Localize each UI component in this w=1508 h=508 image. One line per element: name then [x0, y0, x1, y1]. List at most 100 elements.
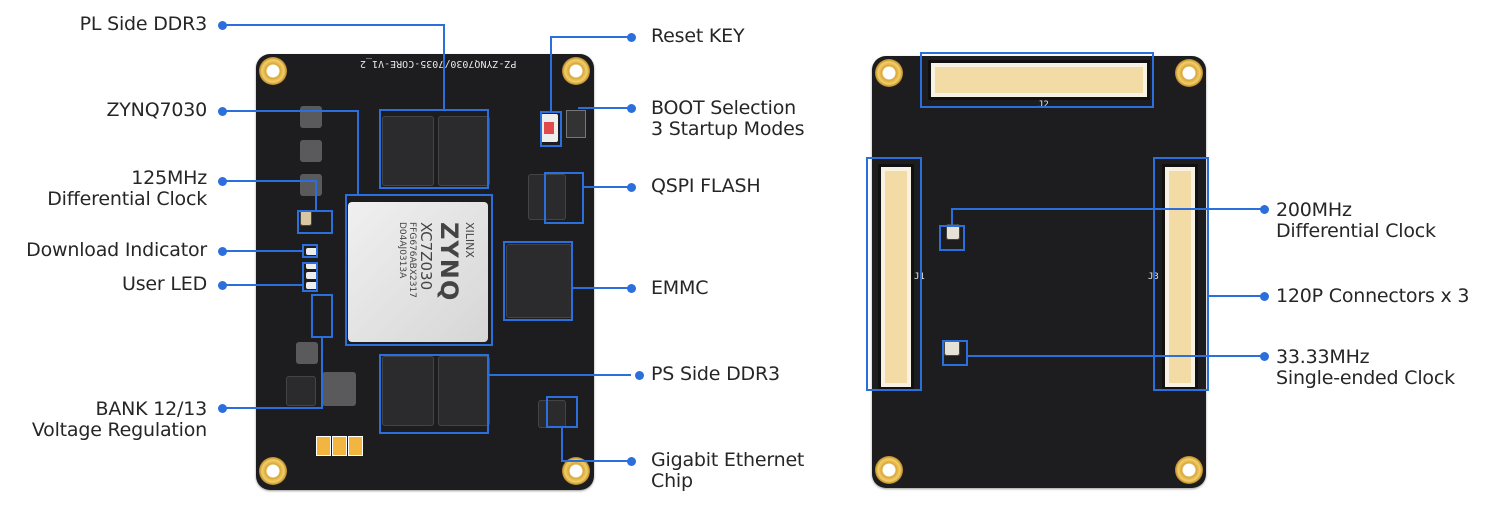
leader-zynq7030: [226, 110, 359, 194]
callout-dot: [218, 247, 227, 256]
label-clk125: 125MHz Differential Clock: [47, 168, 207, 210]
callout-dot: [627, 183, 636, 192]
label-line: BANK 12/13: [95, 398, 208, 420]
callout-dot: [218, 404, 227, 413]
label-bank-vreg: BANK 12/13 Voltage Regulation: [32, 399, 207, 441]
leader-clk200: [951, 208, 1264, 225]
core-board-bottom-view: J2 J1 J3: [872, 56, 1206, 488]
highlight-user-led: [302, 262, 318, 292]
callout-dot: [627, 33, 636, 42]
qspi-flash-chip: [528, 174, 566, 220]
label-line: Differential Clock: [1276, 220, 1436, 242]
zynq-fpga-chip: XILINX ZYNQ XC7Z030 FFG676ABX2317 D04AJ0…: [348, 202, 488, 342]
callout-dot: [218, 177, 227, 186]
label-pl-ddr3: PL Side DDR3: [79, 13, 208, 35]
highlight-download-led: [302, 244, 318, 258]
leader-pl-ddr3: [226, 24, 445, 109]
callout-dot: [635, 371, 644, 380]
tantalum-cap: [332, 436, 347, 456]
label-line: Gigabit Ethernet: [651, 449, 805, 471]
core-board-top-view: PZ-ZYNQ7030/7035-CORE-V1_2 XILINX ZYNQ X…: [256, 54, 594, 490]
tantalum-cap: [348, 436, 363, 456]
label-reset-key: Reset KEY: [651, 25, 745, 47]
highlight-j1: [866, 157, 922, 391]
label-download-indicator: Download Indicator: [26, 239, 207, 261]
mounting-hole: [1175, 59, 1203, 87]
regulator-ic: [286, 376, 316, 406]
callout-dot: [1260, 205, 1269, 214]
highlight-clk33: [942, 340, 968, 366]
leader-clk125: [226, 180, 317, 210]
label-clk200: 200MHz Differential Clock: [1276, 200, 1436, 242]
leader-bank: [226, 338, 323, 409]
leader-reset: [550, 36, 631, 111]
tantalum-cap: [316, 436, 331, 456]
highlight-clk200: [939, 225, 965, 251]
highlight-j3: [1153, 157, 1209, 391]
callout-dot: [627, 104, 636, 113]
label-ps-ddr3: PS Side DDR3: [651, 363, 780, 385]
label-user-led: User LED: [122, 273, 207, 295]
label-line: 33.33MHz: [1276, 346, 1370, 368]
highlight-zynq: [345, 194, 493, 346]
mounting-hole: [1175, 456, 1203, 484]
pl-ddr3-chip: [382, 116, 434, 186]
highlight-ps-ddr3: [379, 354, 489, 434]
ps-ddr3-chip: [382, 356, 434, 426]
mounting-hole: [562, 57, 590, 85]
leader-ethernet: [561, 428, 631, 462]
label-line: BOOT Selection: [651, 97, 797, 119]
label-clk33: 33.33MHz Single-ended Clock: [1276, 347, 1455, 389]
label-qspi-flash: QSPI FLASH: [651, 175, 761, 197]
clock-200mhz-oscillator: [946, 224, 960, 240]
callout-dot: [1260, 352, 1269, 361]
reset-key-switch: [540, 114, 558, 142]
label-line: 3 Startup Modes: [651, 118, 805, 140]
label-zynq7030: ZYNQ7030: [106, 99, 207, 121]
callout-dot: [627, 284, 636, 293]
highlight-qspi: [544, 172, 584, 224]
connector-j2: [928, 60, 1150, 100]
mounting-hole: [259, 457, 287, 485]
highlight-clk125: [297, 210, 333, 234]
mounting-hole: [875, 59, 903, 87]
label-line: Chip: [651, 470, 693, 492]
connector-j3: [1162, 164, 1198, 390]
callout-dot: [218, 281, 227, 290]
label-connectors: 120P Connectors x 3: [1276, 285, 1470, 307]
highlight-emmc: [503, 241, 573, 321]
inductor: [296, 342, 318, 364]
label-line: Differential Clock: [47, 188, 207, 210]
label-line: Single-ended Clock: [1276, 367, 1455, 389]
callout-dot: [218, 107, 227, 116]
label-gigabit-ethernet: Gigabit Ethernet Chip: [651, 450, 804, 492]
label-line: 200MHz: [1276, 199, 1352, 221]
label-emmc: EMMC: [651, 277, 709, 299]
callout-dot: [1260, 292, 1269, 301]
highlight-ethernet: [546, 396, 578, 428]
regulator-inductor: [322, 372, 356, 406]
pl-ddr3-chip: [438, 116, 490, 186]
boot-dip-switch: [566, 110, 586, 138]
label-boot-selection: BOOT Selection 3 Startup Modes: [651, 97, 805, 140]
connector-mark: J2: [1038, 100, 1049, 110]
callout-dot: [218, 21, 227, 30]
clock-33mhz-oscillator: [944, 340, 960, 356]
highlight-j2: [920, 52, 1154, 108]
mounting-hole: [259, 57, 287, 85]
highlight-bank-vreg: [311, 294, 333, 338]
callout-dot: [627, 457, 636, 466]
mounting-hole: [875, 456, 903, 484]
connector-j1: [878, 164, 914, 390]
label-line: 125MHz: [131, 167, 207, 189]
label-line: Voltage Regulation: [31, 419, 207, 441]
highlight-pl-ddr3: [379, 109, 489, 189]
highlight-reset-key: [540, 111, 562, 147]
connector-mark: J1: [914, 272, 925, 282]
inductor: [300, 140, 322, 162]
clock-125mhz-oscillator: [300, 210, 312, 226]
ps-ddr3-chip: [438, 356, 490, 426]
emmc-chip: [506, 244, 572, 318]
ethernet-phy-chip: [538, 400, 566, 428]
